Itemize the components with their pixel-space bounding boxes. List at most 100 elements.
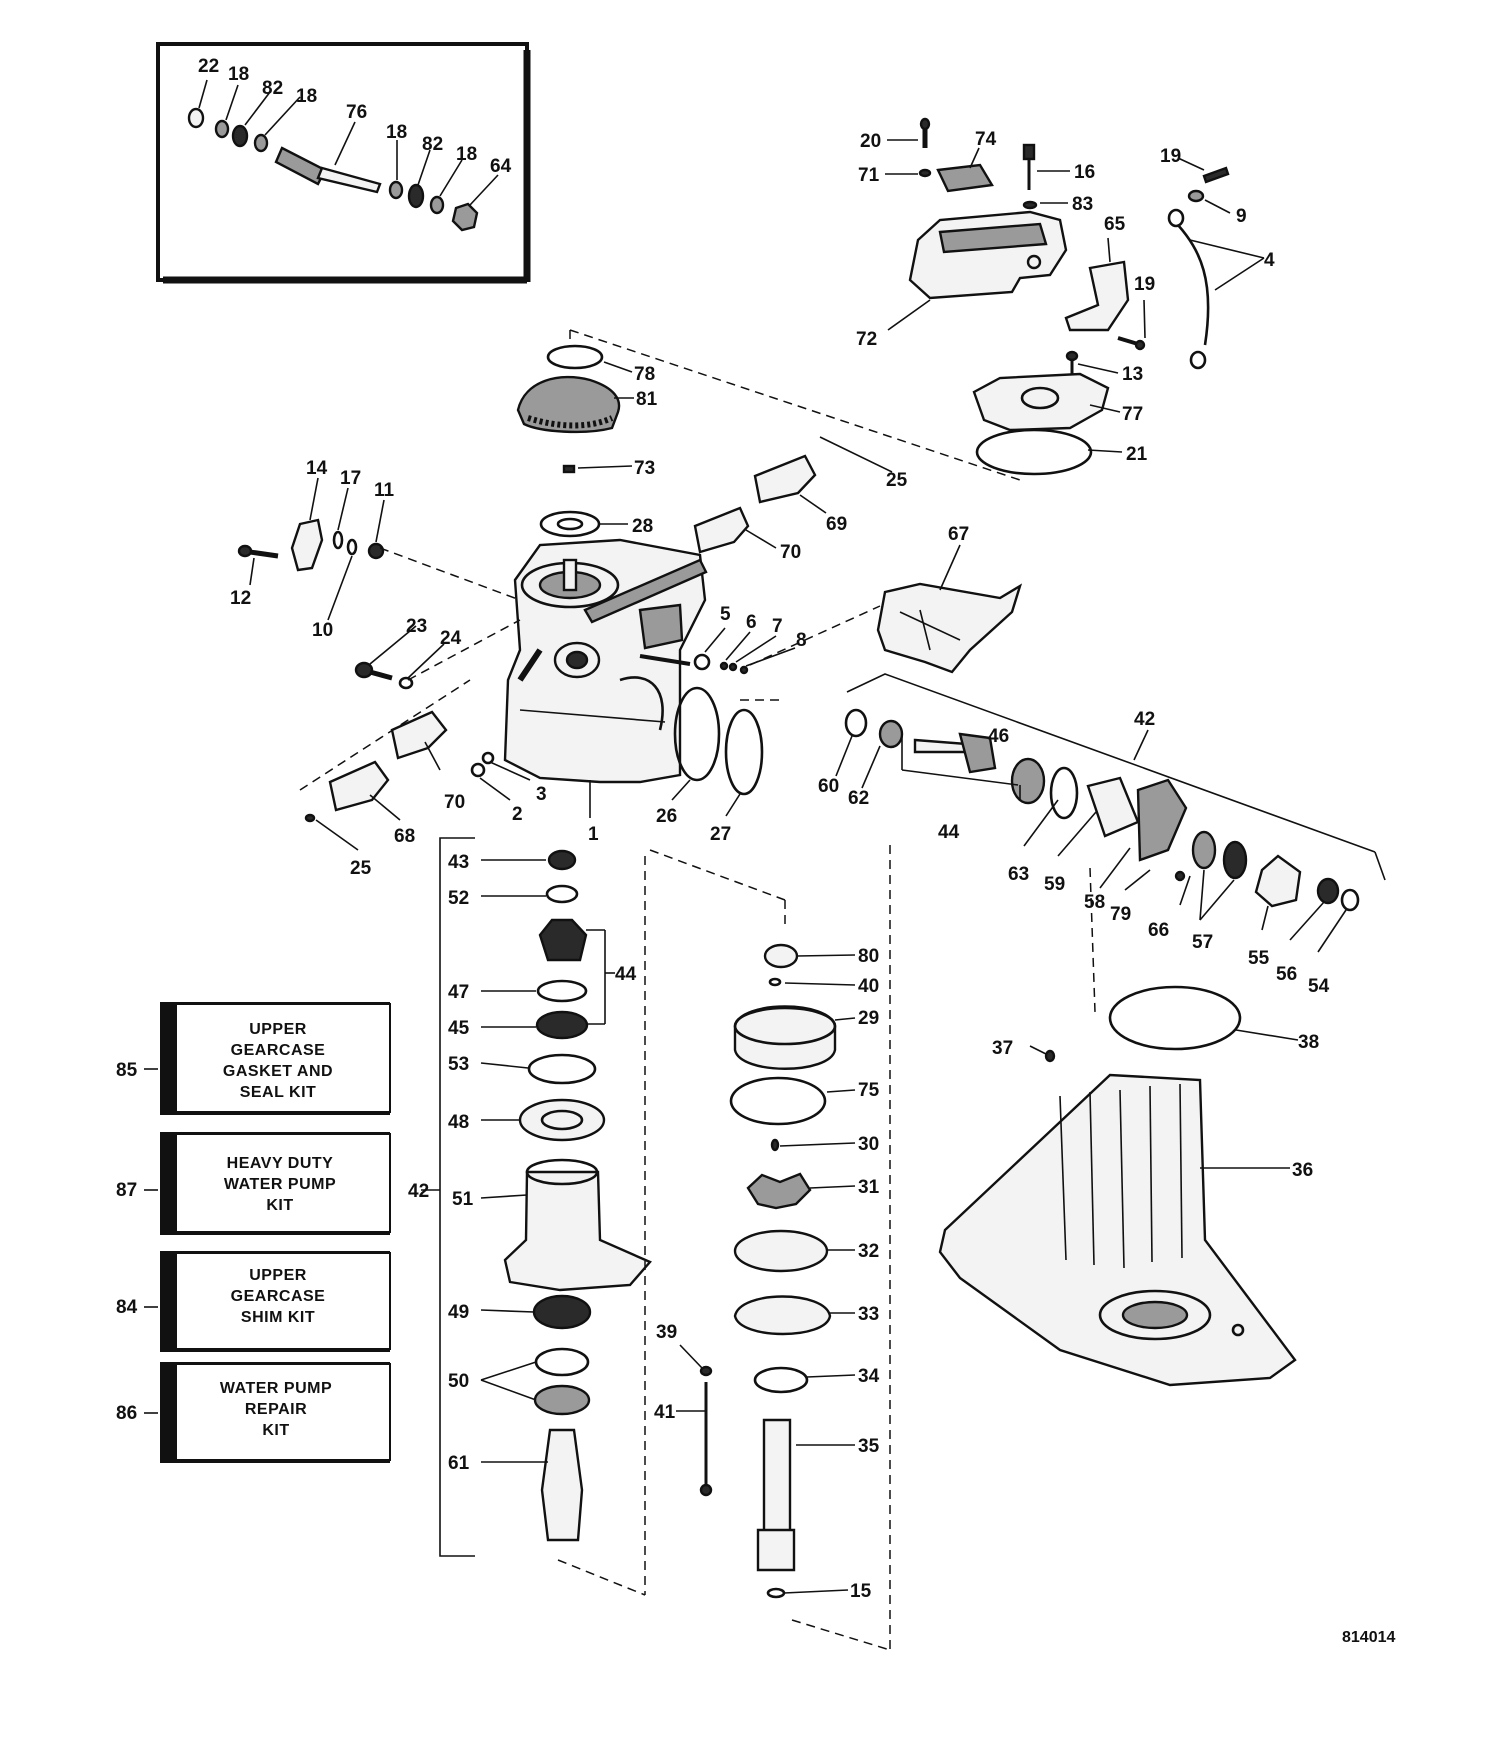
part-label: 81 (636, 389, 658, 410)
part-81-gear (516, 375, 621, 434)
inset-part-82a (231, 124, 249, 148)
inset-label: 76 (346, 102, 367, 123)
part-label: 69 (826, 514, 847, 535)
part-label: 13 (1122, 364, 1143, 385)
part-label: 78 (634, 364, 655, 385)
part-label: 58 (1084, 892, 1105, 913)
part-label: 39 (656, 1322, 677, 1343)
inset-label: 18 (228, 64, 249, 85)
part-label: 68 (394, 826, 415, 847)
inset-label: 64 (490, 156, 512, 177)
kit-86-line3: KIT (262, 1422, 289, 1439)
part-label: 73 (634, 458, 655, 479)
part-label: 20 (860, 131, 881, 152)
exhaust-housing-assembly (938, 985, 1297, 1387)
kit-87-line1: HEAVY DUTY (227, 1155, 334, 1172)
part-label: 25 (886, 470, 908, 491)
part-label: 41 (654, 1402, 676, 1423)
shaft-assembly-42 (844, 673, 1386, 912)
kit-box-84: UPPER GEARCASE SHIM KIT 84 (116, 1251, 391, 1352)
part-label: 72 (856, 329, 877, 350)
inset-part-18a (214, 119, 230, 139)
part-label: 62 (848, 788, 869, 809)
part-31-impeller (746, 1172, 812, 1210)
part-label: 53 (448, 1054, 469, 1075)
part-label: 19 (1134, 274, 1155, 295)
part-label: 49 (448, 1302, 469, 1323)
part-label: 70 (780, 542, 801, 563)
part-label: 43 (448, 852, 469, 873)
part-label: 4 (1264, 250, 1275, 271)
part-label: 12 (230, 588, 251, 609)
part-label: 33 (858, 1304, 879, 1325)
part-label: 83 (1072, 194, 1093, 215)
kit-86-number: 86 (116, 1403, 137, 1424)
part-51-housing (503, 1170, 652, 1292)
inset-label: 82 (422, 134, 443, 155)
part-label: 16 (1074, 162, 1095, 183)
part-label: 19 (1160, 146, 1181, 167)
part-33-plate (733, 1295, 832, 1336)
part-label: 34 (858, 1366, 880, 1387)
inset-part-22 (187, 107, 205, 129)
part-label: 80 (858, 946, 879, 967)
part-label: 1 (588, 824, 599, 845)
inset-part-18c (388, 180, 404, 200)
part-label: 17 (340, 468, 361, 489)
kit-boxes: UPPER GEARCASE GASKET AND SEAL KIT 85 HE… (116, 1002, 391, 1463)
part-label: 30 (858, 1134, 879, 1155)
part-label: 61 (448, 1453, 470, 1474)
kit-84-line2: GEARCASE (231, 1288, 326, 1305)
kit-84-line1: UPPER (249, 1267, 307, 1284)
inset-part-64-nut (451, 202, 479, 232)
part-label: 25 (350, 858, 372, 879)
part-label: 3 (536, 784, 547, 805)
kit-87-number: 87 (116, 1180, 137, 1201)
kit-87-line2: WATER PUMP (224, 1176, 336, 1193)
kit-86-line1: WATER PUMP (220, 1380, 332, 1397)
part-label: 70 (444, 792, 465, 813)
part-label: 63 (1008, 864, 1029, 885)
part-label: 60 (818, 776, 839, 797)
part-labels: 20 74 16 71 83 19 9 4 65 72 19 13 77 21 … (230, 129, 1330, 1602)
part-label: 31 (858, 1177, 880, 1198)
part-label: 44 (938, 822, 960, 843)
part-label: 38 (1298, 1032, 1319, 1053)
part-label: 29 (858, 1008, 879, 1029)
part-label: 55 (1248, 948, 1270, 969)
kit-box-87: HEAVY DUTY WATER PUMP KIT 87 (116, 1132, 391, 1235)
part-label: 65 (1104, 214, 1126, 235)
inset-label: 18 (386, 122, 407, 143)
part-label: 44 (615, 964, 637, 985)
part-38-seal (1108, 985, 1242, 1051)
part-label: 52 (448, 888, 469, 909)
part-label: 54 (1308, 976, 1330, 997)
kit-84-number: 84 (116, 1297, 138, 1318)
part-label: 67 (948, 524, 969, 545)
inset-label: 82 (262, 78, 283, 99)
part-label: 59 (1044, 874, 1065, 895)
part-label: 42 (1134, 709, 1155, 730)
kit-86-line2: REPAIR (245, 1401, 307, 1418)
part-36-exhaust-housing (938, 1073, 1297, 1387)
part-label: 24 (440, 628, 462, 649)
part-label: 8 (796, 630, 807, 651)
part-label: 28 (632, 516, 653, 537)
kit-box-85: UPPER GEARCASE GASKET AND SEAL KIT 85 (116, 1002, 391, 1115)
part-label: 74 (975, 129, 997, 150)
guide-lines (299, 329, 1096, 1013)
part-label: 71 (858, 165, 880, 186)
part-label: 47 (448, 982, 469, 1003)
part-67-bracket (876, 582, 1023, 674)
driveshaft-stack-42 (439, 837, 652, 1596)
inset-part-18b (253, 133, 269, 153)
inset-part-76-gear (274, 146, 327, 186)
part-label: 57 (1192, 932, 1213, 953)
kit-85-line4: SEAL KIT (240, 1084, 317, 1101)
part-label: 50 (448, 1371, 469, 1392)
part-label: 45 (448, 1018, 470, 1039)
part-label: 56 (1276, 964, 1297, 985)
part-label: 36 (1292, 1160, 1313, 1181)
